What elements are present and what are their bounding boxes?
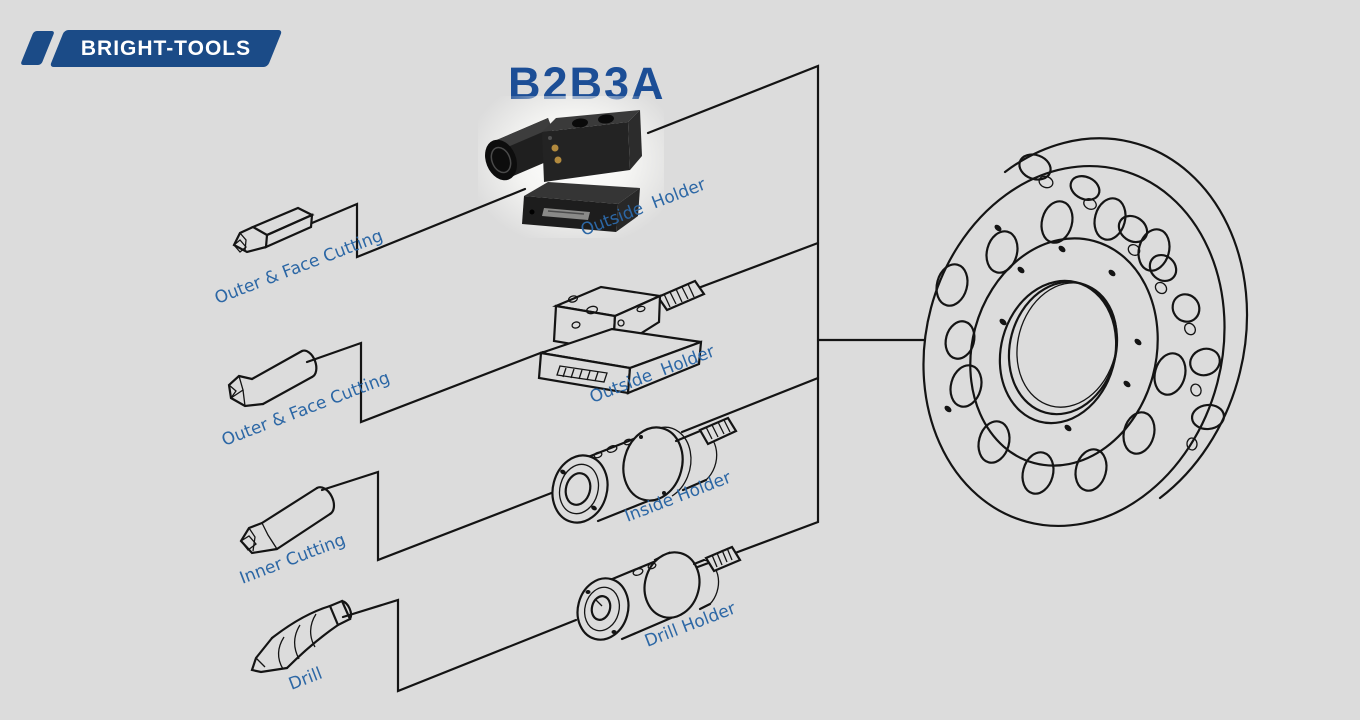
connector-row3-holder [680,376,820,434]
square-shank-turning-tool-icon [232,206,315,254]
vdi-radial-holder-drawing-icon [537,279,706,395]
turret-rim-holes [1018,153,1226,451]
brand-logo: BRIGHT-TOOLS [20,30,283,68]
connector-trunk [646,64,820,570]
vdi-drill-holder-drawing-icon [576,545,742,641]
logo-text: BRIGHT-TOOLS [80,37,252,60]
round-shank-turning-tool-icon [227,349,318,408]
vdi-boring-holder-drawing-icon [551,416,738,524]
turret-front-holes [935,197,1187,495]
connector-row3-tool [320,470,556,562]
connector-row1-tool [310,187,527,259]
holder-photo-b2b3a [478,96,664,238]
connector-row4-tool [341,598,578,693]
twist-drill-icon [250,599,353,674]
tool-turret-disc-icon [922,137,1249,528]
boring-bar-icon [239,486,336,555]
connector-row2-tool [305,341,545,424]
vdi-radial-holder-photo-icon [485,110,642,232]
